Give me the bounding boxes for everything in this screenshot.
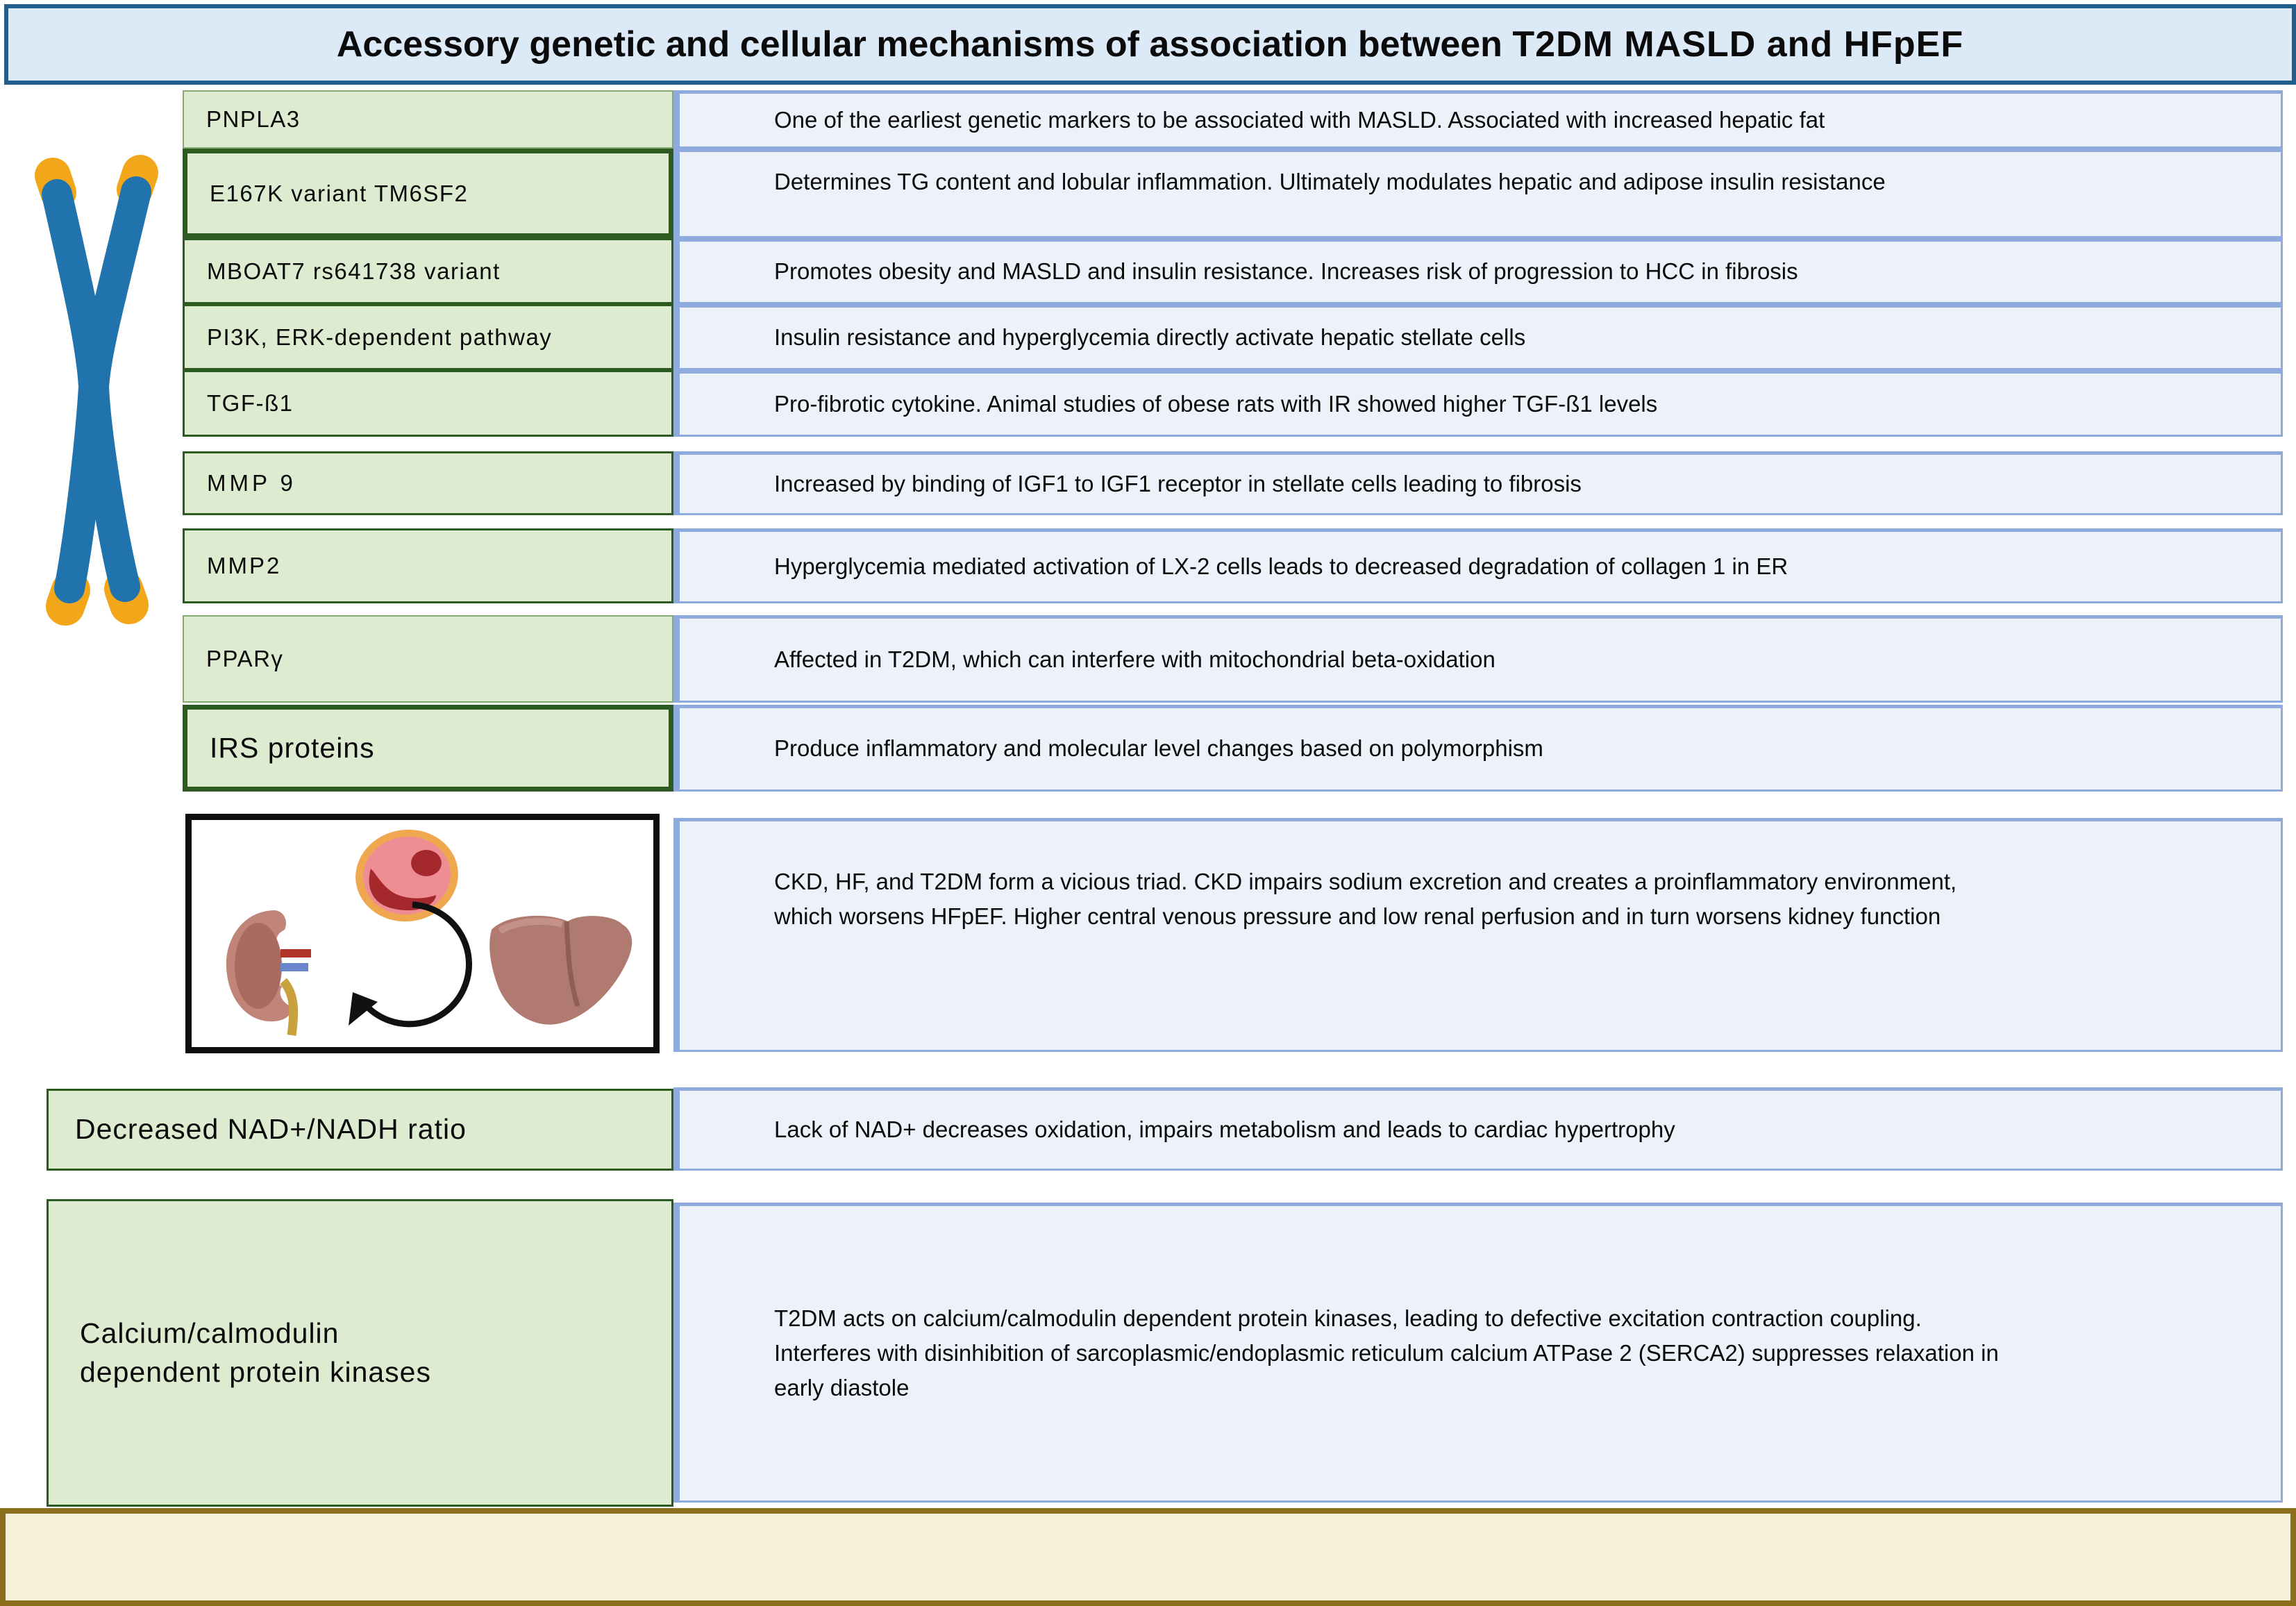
label-mboat7: MBOAT7 rs641738 variant xyxy=(183,238,673,304)
desc-pnpla3: One of the earliest genetic markers to b… xyxy=(673,90,2283,149)
label-text: Decreased NAD+/NADH ratio xyxy=(75,1113,467,1146)
label-text: Calcium/calmodulin dependent protein kin… xyxy=(80,1317,431,1388)
liver-icon xyxy=(489,915,632,1025)
desc-text: Produce inflammatory and molecular level… xyxy=(774,735,1543,762)
desc-tgf-b1: Pro-fibrotic cytokine. Animal studies of… xyxy=(673,370,2283,437)
label-nad-ratio: Decreased NAD+/NADH ratio xyxy=(47,1089,673,1171)
desc-text: Affected in T2DM, which can interfere wi… xyxy=(774,646,1495,672)
triad-organ-image xyxy=(185,814,660,1053)
desc-text: CKD, HF, and T2DM form a vicious triad. … xyxy=(774,869,1957,930)
label-irs-proteins: IRS proteins xyxy=(183,705,673,792)
label-text: PI3K, ERK-dependent pathway xyxy=(207,324,553,350)
label-mmp2: MMP2 xyxy=(183,528,673,603)
label-text: E167K variant TM6SF2 xyxy=(210,180,469,206)
label-text: MMP 9 xyxy=(207,470,296,496)
desc-text: Pro-fibrotic cytokine. Animal studies of… xyxy=(774,390,1658,417)
desc-text: Insulin resistance and hyperglycemia dir… xyxy=(774,324,1526,351)
label-text: IRS proteins xyxy=(210,731,375,764)
label-pi3k-erk: PI3K, ERK-dependent pathway xyxy=(183,304,673,370)
desc-camk: T2DM acts on calcium/calmodulin dependen… xyxy=(673,1203,2283,1503)
title-bar: Accessory genetic and cellular mechanism… xyxy=(4,4,2296,85)
cycle-arrow-icon xyxy=(349,901,472,1028)
desc-mmp9: Increased by binding of IGF1 to IGF1 rec… xyxy=(673,451,2283,515)
desc-text: Determines TG content and lobular inflam… xyxy=(774,169,1886,194)
label-text: MBOAT7 rs641738 variant xyxy=(207,258,501,284)
desc-pparg: Affected in T2DM, which can interfere wi… xyxy=(673,615,2283,703)
page-title: Accessory genetic and cellular mechanism… xyxy=(337,24,1963,65)
title-prefix: Accessory genetic and cellular mechanism… xyxy=(336,24,1513,65)
desc-mboat7: Promotes obesity and MASLD and insulin r… xyxy=(673,238,2283,304)
desc-text: Lack of NAD+ decreases oxidation, impair… xyxy=(774,1116,1675,1142)
label-pnpla3: PNPLA3 xyxy=(183,90,673,149)
desc-e167k-tm6sf2: Determines TG content and lobular inflam… xyxy=(673,149,2283,238)
desc-triad: CKD, HF, and T2DM form a vicious triad. … xyxy=(673,818,2283,1052)
label-text: MMP2 xyxy=(207,553,282,579)
label-text: TGF-ß1 xyxy=(207,390,294,417)
label-text: PNPLA3 xyxy=(206,106,301,133)
heart-cross-section-icon xyxy=(355,829,458,922)
label-e167k-tm6sf2: E167K variant TM6SF2 xyxy=(183,149,673,238)
title-emphasis: T2DM MASLD and HFpEF xyxy=(1512,24,1964,65)
desc-pi3k-erk: Insulin resistance and hyperglycemia dir… xyxy=(673,304,2283,370)
desc-irs-proteins: Produce inflammatory and molecular level… xyxy=(673,705,2283,792)
footer-note-bar xyxy=(0,1508,2296,1606)
chromosome-x-icon xyxy=(15,142,171,639)
kidney-icon xyxy=(226,910,311,1036)
label-camk: Calcium/calmodulin dependent protein kin… xyxy=(47,1199,673,1507)
desc-text: Promotes obesity and MASLD and insulin r… xyxy=(774,258,1798,285)
desc-text: T2DM acts on calcium/calmodulin dependen… xyxy=(774,1305,1999,1401)
desc-text: One of the earliest genetic markers to b… xyxy=(774,106,1825,133)
label-text: PPARγ xyxy=(206,646,284,672)
desc-nad-ratio: Lack of NAD+ decreases oxidation, impair… xyxy=(673,1087,2283,1171)
desc-text: Hyperglycemia mediated activation of LX-… xyxy=(774,553,1788,579)
label-tgf-b1: TGF-ß1 xyxy=(183,370,673,437)
desc-text: Increased by binding of IGF1 to IGF1 rec… xyxy=(774,470,1582,496)
label-mmp9: MMP 9 xyxy=(183,451,673,515)
label-pparg: PPARγ xyxy=(183,615,673,703)
desc-mmp2: Hyperglycemia mediated activation of LX-… xyxy=(673,528,2283,603)
